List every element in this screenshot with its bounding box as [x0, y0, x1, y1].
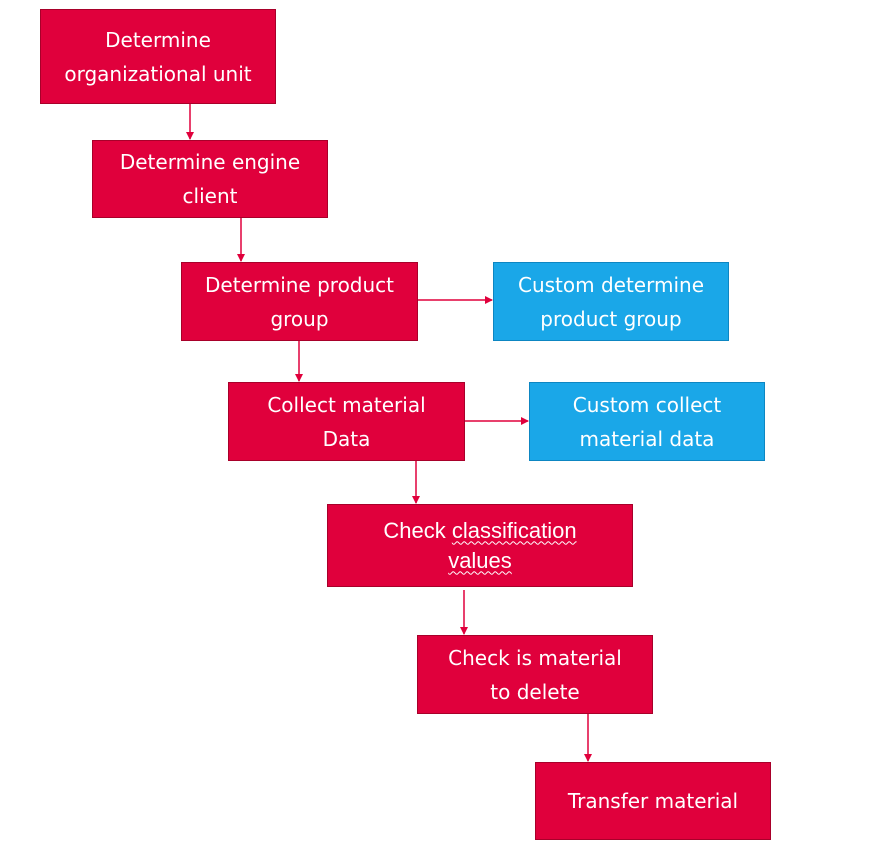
step-determine-product-group: Determine product group [181, 262, 418, 341]
step-label-line2: organizational unit [64, 61, 252, 86]
custom-label-line1: Custom collect [572, 392, 722, 417]
step-label-line1: Determine product [204, 272, 395, 297]
step-label-line2: client [182, 184, 238, 208]
step-label-line1: Transfer material [567, 789, 739, 813]
step-label-line1: Determine [105, 27, 211, 52]
custom-label-line1: Custom determine [517, 272, 704, 297]
custom-label-line2: product group [540, 306, 682, 331]
step-check-material-to-delete: Check is material to delete [417, 635, 653, 714]
custom-collect-material-data: Custom collect material data [529, 382, 765, 461]
step-label-line1: Determine engine [119, 150, 301, 174]
step-label-line1: Collect material [267, 392, 426, 417]
step-label-line1: Check classification [383, 516, 576, 546]
step-label-keyword: classification [451, 517, 577, 543]
step-label-prefix: Check [383, 517, 452, 543]
custom-determine-product-group: Custom determine product group [493, 262, 729, 341]
custom-label-line2: material data [579, 426, 715, 451]
step-determine-organizational-unit: Determine organizational unit [40, 9, 276, 104]
step-label-line1: Check is material [448, 645, 622, 670]
step-collect-material-data: Collect material Data [228, 382, 465, 461]
step-transfer-material: Transfer material [535, 762, 771, 840]
step-label-line2: group [270, 306, 329, 331]
step-label-line2: Data [322, 426, 371, 451]
step-determine-engine-client: Determine engine client [92, 140, 328, 218]
step-check-classification-values: Check classification values [327, 504, 633, 587]
step-label-line2: values [448, 547, 512, 573]
step-label-line2: to delete [490, 679, 580, 704]
